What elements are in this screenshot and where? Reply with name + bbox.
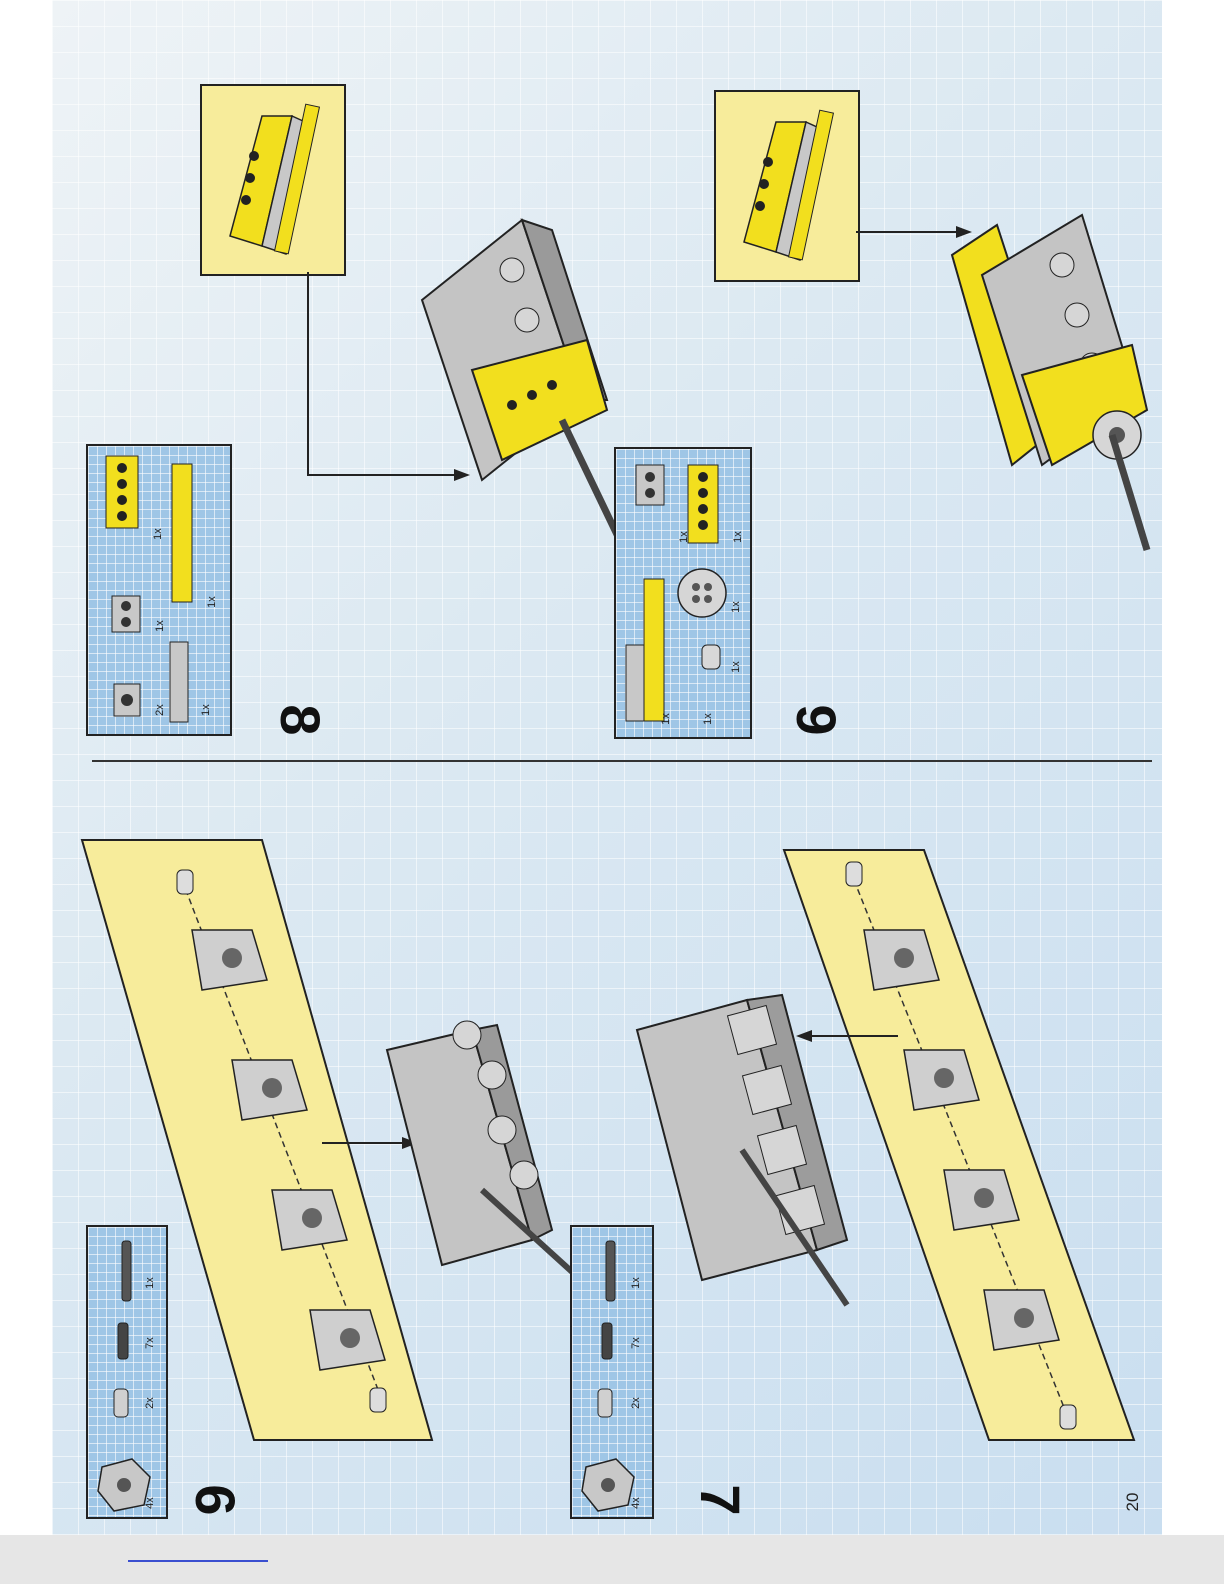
step-8-qty-2: 1x xyxy=(154,614,166,638)
grey-plate-1x4-icon xyxy=(626,645,644,721)
cylinder-part-icon xyxy=(582,1459,634,1511)
step-9-parts-icons xyxy=(616,449,750,737)
yellow-plate-1x8-icon xyxy=(172,464,192,602)
page-number: 20 xyxy=(1123,1484,1143,1520)
bush-part-icon xyxy=(702,645,720,669)
step-6-engine-block xyxy=(382,990,582,1300)
grey-plate-1x4-icon xyxy=(170,642,188,722)
step-9-number: 9 xyxy=(786,690,846,750)
yellow-brick-1x4-icon xyxy=(106,456,138,528)
yellow-plate-1x8-icon xyxy=(644,579,664,721)
step-6-qty-cylinder: 4x xyxy=(144,1491,156,1515)
step-6-number: 6 xyxy=(185,1470,245,1530)
step-7-engine-block xyxy=(632,950,862,1310)
step-8-qty-4: 1x xyxy=(200,698,212,722)
yellow-brick-1x4-icon xyxy=(688,465,718,543)
step-7-qty-connector: 7x xyxy=(630,1331,642,1355)
grey-brick-1x2-icon xyxy=(114,684,140,716)
step-7-qty-cylinder: 4x xyxy=(630,1491,642,1515)
step-9-qty-6: 1x xyxy=(732,525,744,549)
pin-part-icon xyxy=(598,1389,612,1417)
step-8-parts-box: 2x 1x 1x 1x 1x xyxy=(86,444,232,736)
step-9-parts-box: 1x 1x 1x 1x 1x 1x xyxy=(614,447,752,739)
step-divider xyxy=(92,760,1152,762)
grey-brick-1x2-holes-icon xyxy=(636,465,664,505)
connector-part-icon xyxy=(602,1323,612,1359)
grey-brick-1x2-holes-icon xyxy=(112,596,140,632)
step-8-callout-illustration xyxy=(202,86,344,274)
axle-part-icon xyxy=(606,1241,615,1301)
step-7-qty-pin: 2x xyxy=(630,1391,642,1415)
step-7-number: 7 xyxy=(690,1470,750,1530)
step-9-callout-illustration xyxy=(716,92,858,280)
step-9-callout-box xyxy=(714,90,860,282)
step-9-qty-4: 1x xyxy=(730,595,742,619)
step-9-qty-1: 1x xyxy=(660,707,672,731)
step-8-qty-1: 2x xyxy=(154,698,166,722)
gear-icon xyxy=(678,569,726,617)
link-underline[interactable] xyxy=(128,1560,268,1562)
instruction-page: 6 4x 2x 7x 1x xyxy=(52,0,1162,1535)
step-9-qty-2: 1x xyxy=(702,707,714,731)
step-8-callout-box xyxy=(200,84,346,276)
step-8-qty-5: 1x xyxy=(206,590,218,614)
step-9-qty-3: 1x xyxy=(730,655,742,679)
step-9-engine-assembly xyxy=(942,195,1162,555)
step-9-qty-5: 1x xyxy=(678,525,690,549)
step-8-engine-assembly xyxy=(392,200,632,550)
step-8-number: 8 xyxy=(270,690,330,750)
step-8-qty-3: 1x xyxy=(152,522,164,546)
cylinder-part-icon xyxy=(98,1459,150,1511)
